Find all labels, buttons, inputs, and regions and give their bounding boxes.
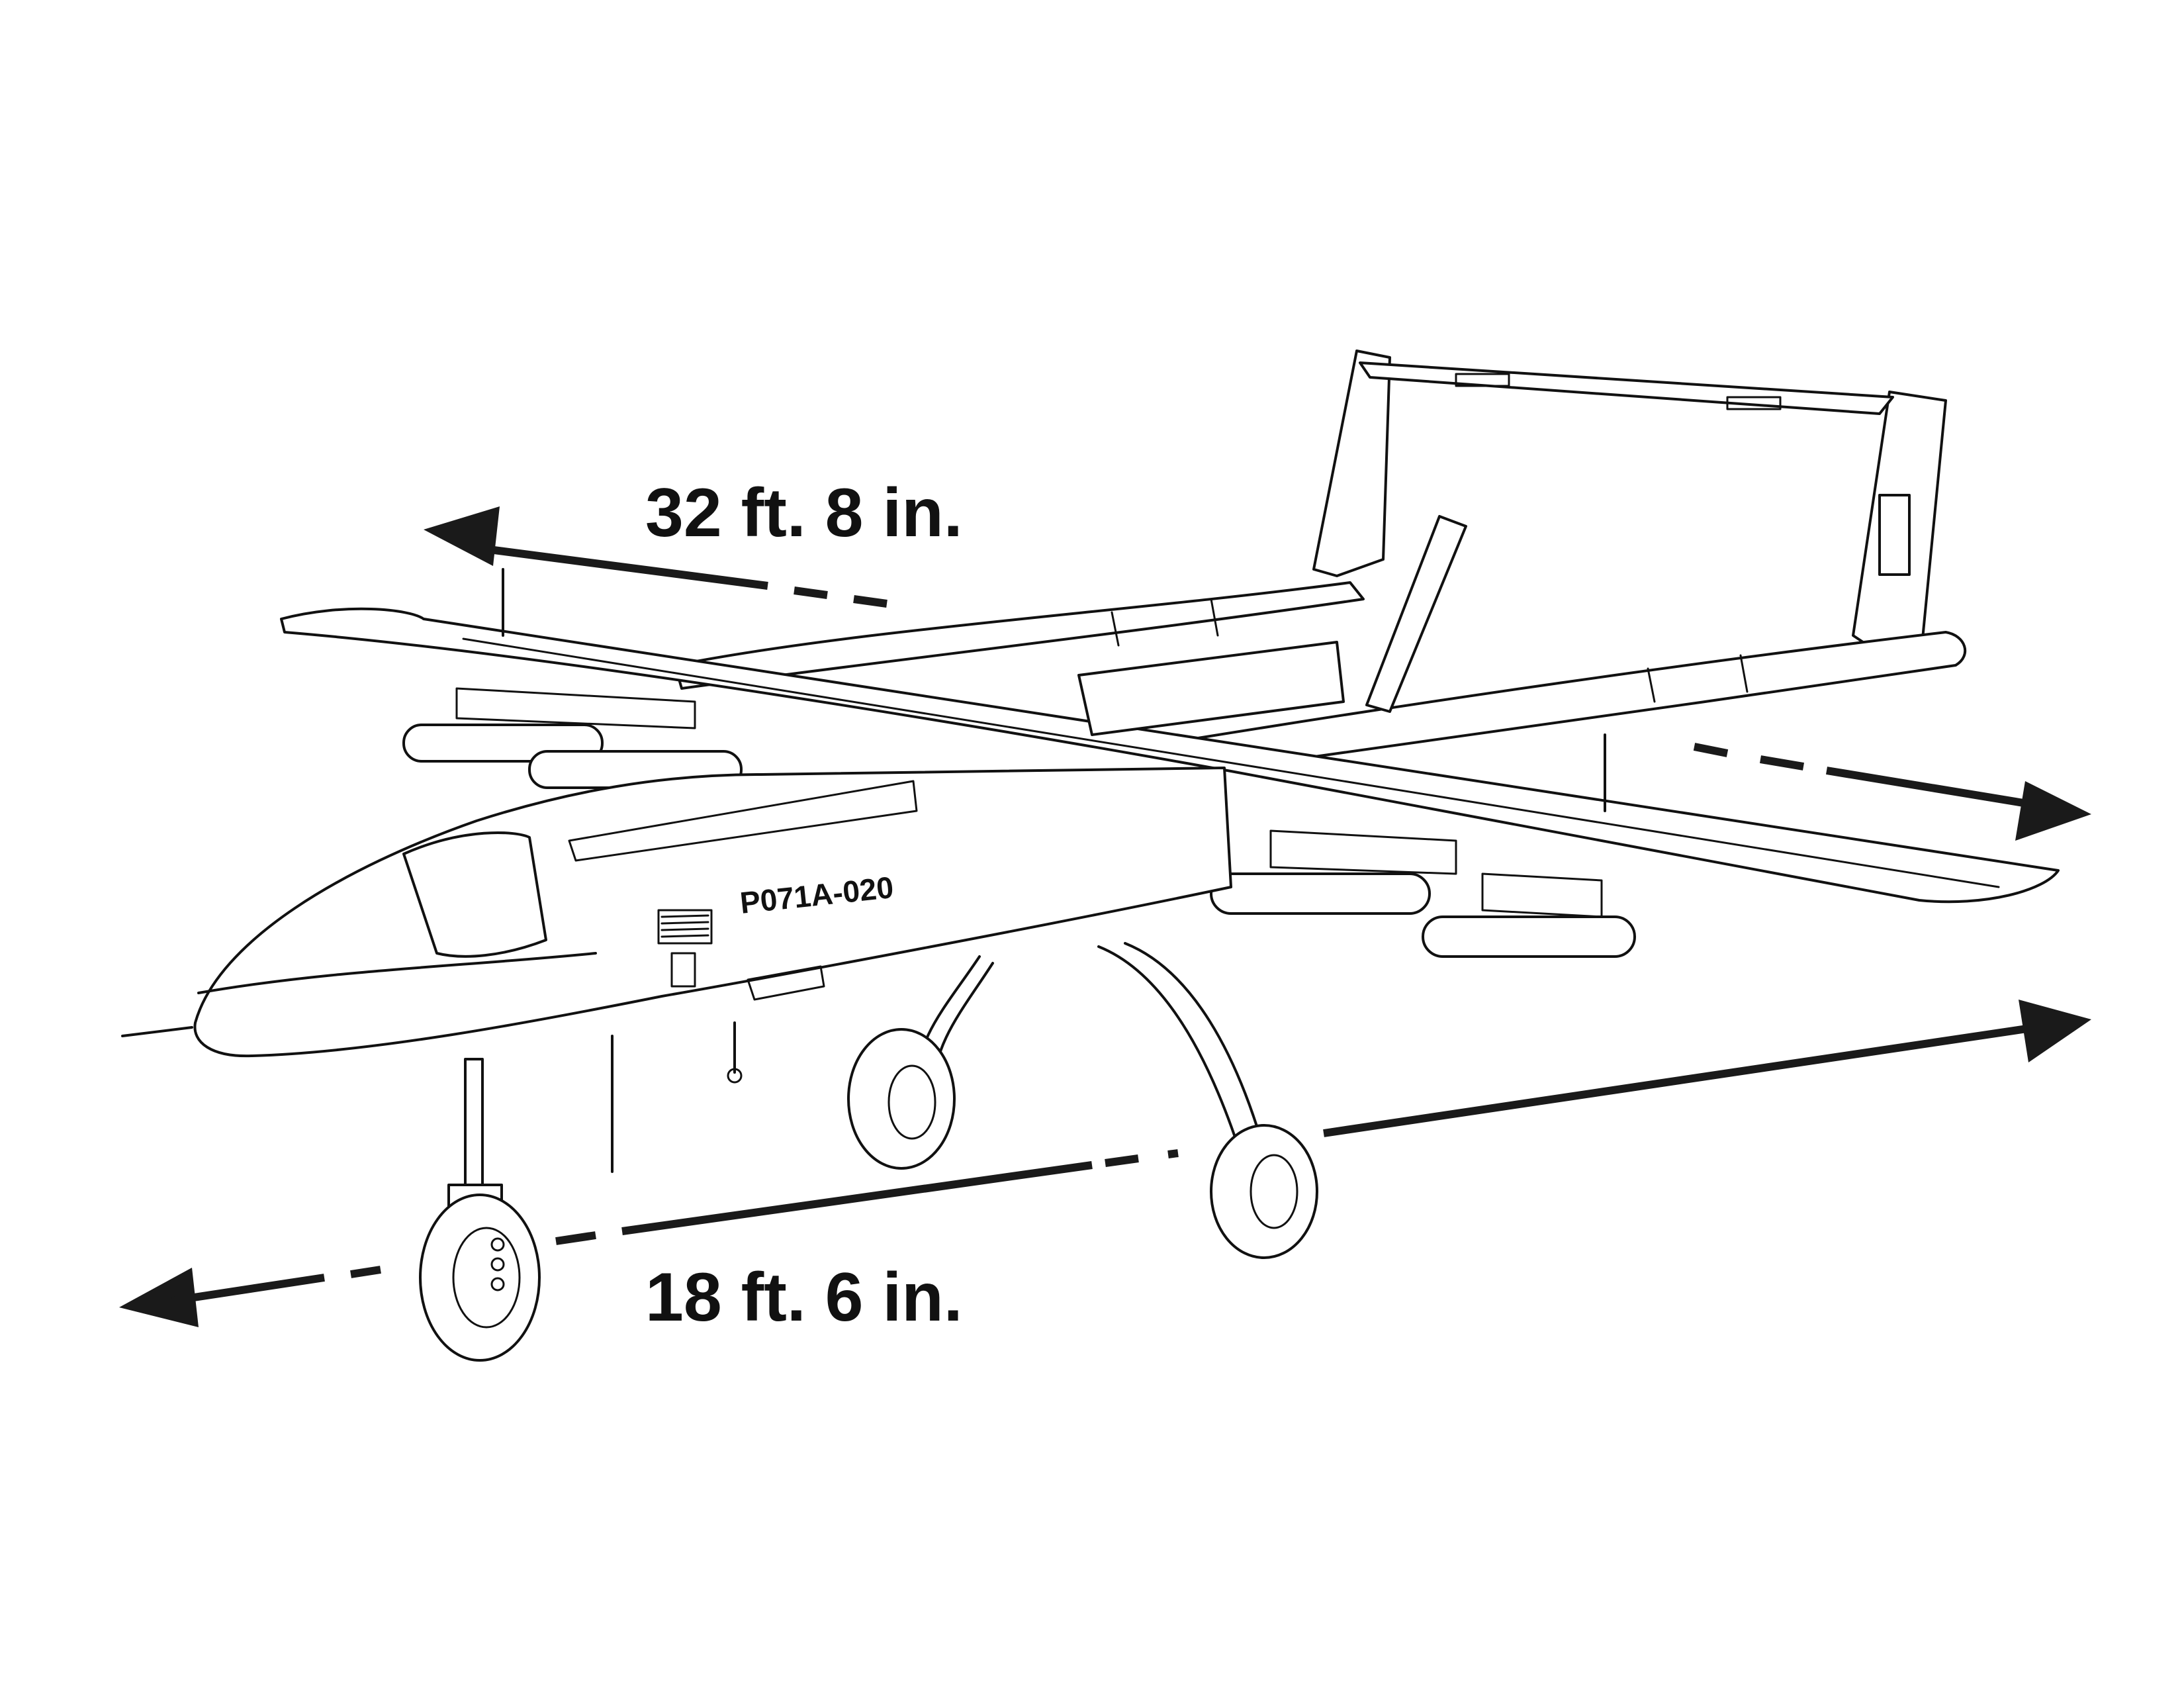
wingspan-arrow-line xyxy=(1826,767,2052,812)
right-wing-stores xyxy=(1210,829,1636,958)
wingspan-arrow-head-left xyxy=(424,506,500,566)
left-main-wheel xyxy=(847,1028,956,1170)
wingspan-arrow-line xyxy=(463,542,768,590)
wingspan-arrow-dashes xyxy=(794,586,887,608)
engine-nacelle xyxy=(1077,641,1345,736)
left-vertical-fin xyxy=(1312,350,1391,577)
length-arrow-head-left xyxy=(119,1268,199,1327)
landing-gear xyxy=(419,942,1318,1362)
fuselage: P071A-020 xyxy=(121,641,1345,1173)
horizontal-stabilizer xyxy=(1359,361,1894,415)
boom-joint xyxy=(1647,667,1656,703)
left-wing-stores xyxy=(402,687,743,789)
wing-assembly xyxy=(280,568,2060,904)
wingspan-arrow-head-right xyxy=(2015,781,2091,841)
sensor-window xyxy=(402,831,547,958)
left-main-gear xyxy=(847,955,994,1170)
fin-panel xyxy=(1878,494,1911,576)
length-arrow-line xyxy=(1323,1022,2046,1137)
nose-wheel-hub xyxy=(452,1227,521,1329)
boom-joint xyxy=(1739,654,1749,693)
tail-assembly xyxy=(674,350,1967,773)
fuselage-body xyxy=(193,767,1232,1058)
wingspan-arrow-dashes xyxy=(1693,743,1805,771)
right-main-gear xyxy=(1097,942,1318,1259)
right-gear-leg-inner xyxy=(1124,942,1269,1163)
length-arrow-line xyxy=(171,1274,325,1305)
wingspan-label: 32 ft. 8 in. xyxy=(645,475,963,551)
missile xyxy=(1210,872,1431,915)
length-dimension: 18 ft. 6 in. xyxy=(119,1000,2091,1336)
right-main-wheel xyxy=(1210,1124,1318,1259)
left-tail-boom xyxy=(674,581,1365,690)
access-panel xyxy=(670,952,696,988)
boom-joint xyxy=(1210,598,1219,637)
launcher-rail xyxy=(1481,872,1603,918)
left-main-hub xyxy=(887,1064,936,1140)
length-arrow-dashes xyxy=(350,1266,381,1278)
nose-cone-line xyxy=(197,952,597,994)
right-tail-boom xyxy=(1197,631,1967,773)
vent-grille xyxy=(657,909,713,945)
hub-bolt xyxy=(490,1277,505,1291)
length-arrow-dashes xyxy=(1105,1149,1179,1167)
missile xyxy=(1422,915,1636,958)
step-plate xyxy=(747,965,825,1001)
length-arrow-line xyxy=(621,1161,1093,1235)
elevator-hinge xyxy=(1726,396,1782,410)
launcher-rail xyxy=(1269,829,1457,875)
boom-joint xyxy=(1111,611,1120,647)
right-gear-leg xyxy=(1097,945,1246,1166)
launcher-rail xyxy=(455,687,696,729)
wingspan-dimension: 32 ft. 8 in. xyxy=(424,475,2091,841)
length-label: 18 ft. 6 in. xyxy=(645,1259,963,1336)
hub-bolt xyxy=(490,1257,505,1272)
belly-probe-tip xyxy=(727,1068,743,1084)
right-main-hub xyxy=(1250,1154,1298,1229)
wing-flap-line xyxy=(462,637,2000,888)
hub-bolt xyxy=(490,1237,505,1252)
nose-wheel xyxy=(419,1194,541,1362)
upper-hatch xyxy=(568,780,918,862)
nose-strut xyxy=(464,1058,484,1186)
nose-gear xyxy=(419,1058,541,1362)
propeller-blade xyxy=(1365,515,1467,713)
pitot-tube xyxy=(121,1026,193,1037)
length-arrow-head-right xyxy=(2019,1000,2091,1062)
length-arrow-dashes xyxy=(555,1231,596,1245)
elevator-hinge xyxy=(1455,373,1510,387)
